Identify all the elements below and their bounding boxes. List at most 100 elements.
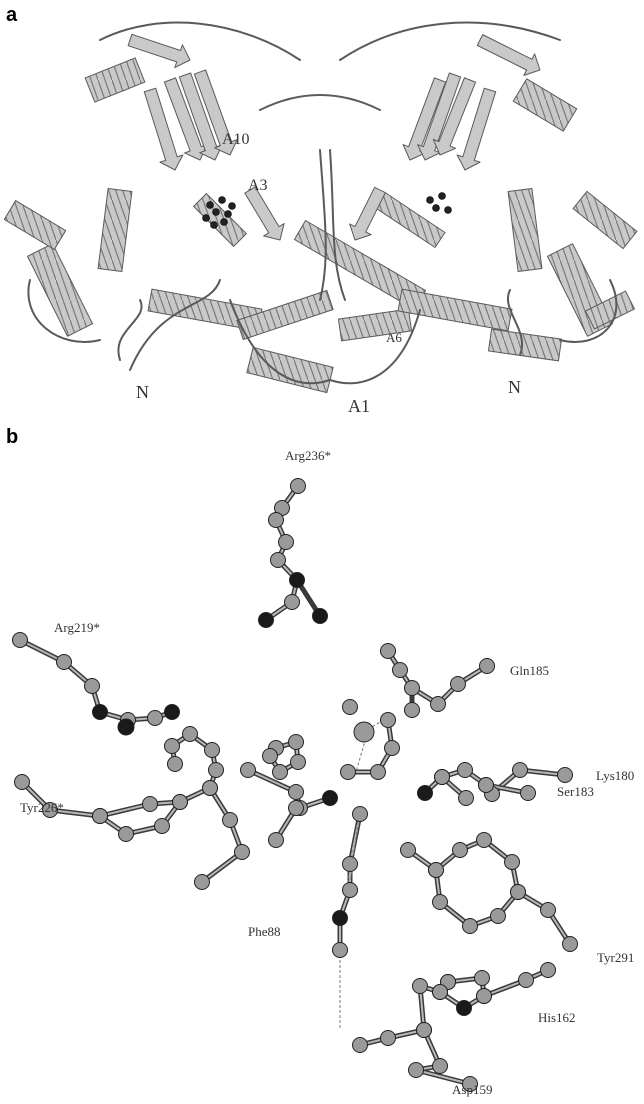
carbon-atom — [343, 883, 358, 898]
carbon-atom — [381, 644, 396, 659]
carbon-atom — [563, 937, 578, 952]
active-site-diagram: Arg236* Arg219* Gln185 Lys180 Ser183 Tyr… — [0, 430, 644, 1104]
carbon-atom — [491, 909, 506, 924]
hetero-atom — [457, 1001, 472, 1016]
hetero-atom — [323, 791, 338, 806]
carbon-atom — [273, 765, 288, 780]
carbon-atom — [429, 863, 444, 878]
carbon-atom — [505, 855, 520, 870]
carbon-atom — [263, 749, 278, 764]
residue-label-ser183: Ser183 — [557, 784, 594, 799]
carbon-atom — [269, 513, 284, 528]
coil-loop — [340, 23, 560, 60]
residue-label-gln185: Gln185 — [510, 663, 549, 678]
carbon-atom — [480, 659, 495, 674]
carbon-atom — [433, 895, 448, 910]
carbon-atom — [195, 875, 210, 890]
carbon-atom — [458, 763, 473, 778]
hetero-atom — [165, 705, 180, 720]
carbon-atom — [401, 843, 416, 858]
ligand-atom — [445, 207, 452, 214]
carbon-atom — [291, 479, 306, 494]
residue-label-asp159: Asp159 — [452, 1082, 492, 1097]
residue-label-tyr291: Tyr291 — [597, 950, 634, 965]
carbon-atom — [479, 778, 494, 793]
beta-strand — [350, 187, 386, 240]
beta-strand — [245, 187, 284, 240]
hetero-atom — [418, 786, 433, 801]
carbon-atom — [13, 633, 28, 648]
ligand-atom — [225, 211, 232, 218]
carbon-atom — [209, 763, 224, 778]
carbon-atom — [353, 807, 368, 822]
carbon-atom — [381, 1031, 396, 1046]
carbon-atom — [511, 885, 526, 900]
carbon-atom — [433, 1059, 448, 1074]
label-a6: A6 — [386, 330, 402, 345]
carbon-atom — [289, 801, 304, 816]
carbon-atom — [521, 786, 536, 801]
ligand-atom — [203, 215, 210, 222]
carbon-atom — [409, 1063, 424, 1078]
carbon-atom — [381, 713, 396, 728]
residue-label-tyr226: Tyr226* — [20, 800, 64, 815]
carbon-atom — [453, 843, 468, 858]
ligand-atom — [219, 197, 226, 204]
helix-segment — [27, 244, 92, 337]
coil-loop — [320, 150, 326, 300]
ligand-atom — [207, 202, 214, 209]
carbon-atom — [93, 809, 108, 824]
carbon-atom — [541, 903, 556, 918]
carbon-atom — [354, 722, 374, 742]
carbon-atom — [173, 795, 188, 810]
carbon-atom — [289, 785, 304, 800]
ligand-atom — [221, 219, 228, 226]
carbon-atom — [413, 979, 428, 994]
carbon-atom — [223, 813, 238, 828]
carbon-atom — [341, 765, 356, 780]
carbon-atom — [205, 743, 220, 758]
carbon-atom — [519, 973, 534, 988]
carbon-atom — [15, 775, 30, 790]
label-n-right: N — [508, 377, 521, 397]
helix-segment — [85, 58, 145, 102]
label-n-left: N — [136, 382, 149, 402]
carbon-atom — [241, 763, 256, 778]
carbon-atom — [291, 755, 306, 770]
carbon-atom — [119, 827, 134, 842]
carbon-atom — [463, 919, 478, 934]
helix-segment — [508, 189, 542, 272]
hydrogen-bond — [355, 738, 366, 775]
carbon-atom — [541, 963, 556, 978]
hetero-atom — [259, 613, 274, 628]
carbon-atom — [143, 797, 158, 812]
carbon-atom — [405, 703, 420, 718]
carbon-atom — [269, 833, 284, 848]
residue-label-arg219: Arg219* — [54, 620, 100, 635]
carbon-atom — [183, 727, 198, 742]
carbon-atom — [477, 833, 492, 848]
carbon-atom — [451, 677, 466, 692]
carbon-atom — [57, 655, 72, 670]
carbon-atom — [393, 663, 408, 678]
carbon-atom — [353, 1038, 368, 1053]
carbon-atom — [85, 679, 100, 694]
carbon-atom — [333, 943, 348, 958]
helix-segment — [488, 329, 561, 361]
ligand-atom — [213, 209, 220, 216]
carbon-atom — [371, 765, 386, 780]
label-a3: A3 — [248, 177, 268, 194]
ligand-atom — [229, 203, 236, 210]
carbon-atom — [477, 989, 492, 1004]
coil-loop — [330, 150, 345, 300]
carbon-atom — [279, 535, 294, 550]
hetero-atom — [118, 719, 134, 735]
beta-strand — [477, 35, 540, 76]
coil-loop — [260, 95, 380, 110]
ligand-atom — [433, 205, 440, 212]
residue-label-lys180: Lys180 — [596, 768, 634, 783]
label-a10: A10 — [222, 131, 250, 148]
carbon-atom — [203, 781, 218, 796]
carbon-atom — [405, 681, 420, 696]
coil-loop — [118, 300, 141, 360]
